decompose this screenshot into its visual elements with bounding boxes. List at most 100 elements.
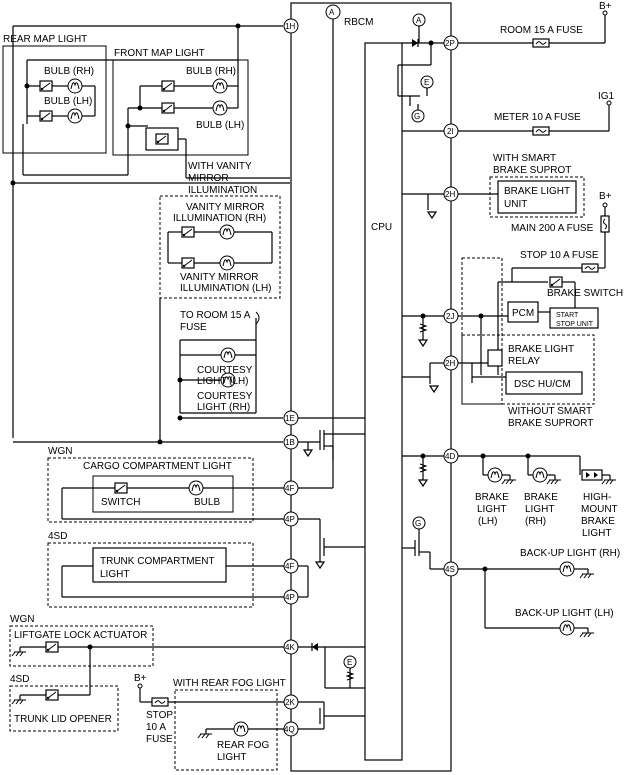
svg-text:BULB: BULB: [194, 497, 220, 508]
vanity-mirror-section: VANITY MIRROR ILLUMINATION (RH) VANITY M…: [159, 195, 281, 299]
svg-text:WITHOUT SMART: WITHOUT SMART: [508, 406, 592, 417]
svg-text:(LH): (LH): [478, 516, 497, 527]
svg-text:VANITY MIRROR: VANITY MIRROR: [186, 202, 265, 213]
svg-text:BULB (LH): BULB (LH): [196, 120, 244, 131]
svg-text:LIGHT: LIGHT: [582, 528, 611, 539]
svg-text:4SD: 4SD: [48, 531, 67, 542]
svg-text:TRUNK COMPARTMENT: TRUNK COMPARTMENT: [100, 556, 215, 567]
svg-text:ILLUMINATION (LH): ILLUMINATION (LH): [180, 283, 272, 294]
svg-text:BRAKE SUPROT: BRAKE SUPROT: [493, 165, 571, 176]
svg-text:METER 10 A FUSE: METER 10 A FUSE: [494, 112, 581, 123]
right-connectors: 2P 2I 2H 2J 2H 4D 4S: [443, 35, 459, 577]
svg-text:LIGHT: LIGHT: [525, 504, 554, 515]
cargo-compartment-section: WGN CARGO COMPARTMENT LIGHT SWITCH BULB: [47, 446, 284, 523]
svg-text:4K: 4K: [285, 643, 295, 652]
svg-text:WGN: WGN: [10, 614, 34, 625]
svg-text:RELAY: RELAY: [508, 356, 540, 367]
svg-text:LIGHT: LIGHT: [217, 752, 246, 763]
svg-text:1E: 1E: [285, 414, 295, 423]
svg-text:A: A: [329, 8, 335, 17]
svg-text:4SD: 4SD: [10, 674, 29, 685]
svg-text:1B: 1B: [285, 438, 295, 447]
front-map-light-box: [112, 59, 249, 156]
svg-text:MOUNT: MOUNT: [581, 504, 618, 515]
svg-text:BACK-UP LIGHT (LH): BACK-UP LIGHT (LH): [515, 608, 614, 619]
svg-text:2J: 2J: [446, 312, 454, 321]
map-lights-section: A REAR MAP LIGHT BULB (RH) BULB (LH) FRO…: [2, 4, 341, 478]
svg-text:START: START: [556, 312, 579, 319]
svg-text:2P: 2P: [445, 39, 455, 48]
svg-text:ILLUMINATION: ILLUMINATION: [188, 185, 257, 196]
svg-text:PCM: PCM: [512, 308, 534, 319]
svg-text:VANITY MIRROR: VANITY MIRROR: [180, 272, 259, 283]
front-map-light-label: FRONT MAP LIGHT: [114, 48, 205, 59]
liftgate-section: WGN LIFTGATE LOCK ACTUATOR 4SD TRUNK LID…: [9, 614, 284, 732]
svg-text:TRUNK LID OPENER: TRUNK LID OPENER: [14, 714, 112, 725]
svg-text:4D: 4D: [445, 452, 455, 461]
rbcm-internal-left: E: [298, 417, 365, 730]
svg-text:BRAKE SUPRORT: BRAKE SUPRORT: [508, 418, 593, 429]
svg-text:STOP UNIT: STOP UNIT: [556, 321, 594, 328]
svg-text:4F: 4F: [285, 484, 294, 493]
svg-text:BRAKE: BRAKE: [524, 492, 558, 503]
rear-map-light-box: [2, 45, 107, 154]
svg-text:BRAKE LIGHT: BRAKE LIGHT: [504, 186, 570, 197]
svg-text:WITH REAR FOG LIGHT: WITH REAR FOG LIGHT: [173, 678, 286, 689]
svg-text:A: A: [416, 16, 422, 25]
svg-text:ROOM 15 A FUSE: ROOM 15 A FUSE: [500, 25, 583, 36]
svg-text:STOP 10 A FUSE: STOP 10 A FUSE: [520, 250, 599, 261]
svg-text:FUSE: FUSE: [146, 734, 173, 745]
svg-text:BACK-UP LIGHT (RH): BACK-UP LIGHT (RH): [520, 548, 620, 559]
svg-text:BRAKE LIGHT: BRAKE LIGHT: [508, 344, 574, 355]
svg-text:STOP: STOP: [146, 710, 173, 721]
svg-text:BRAKE: BRAKE: [475, 492, 509, 503]
svg-text:LIGHT (LH): LIGHT (LH): [197, 376, 249, 387]
svg-text:2K: 2K: [285, 698, 295, 707]
svg-text:E: E: [424, 78, 429, 87]
svg-text:TO ROOM 15 A: TO ROOM 15 A: [180, 310, 251, 321]
svg-text:FUSE: FUSE: [180, 322, 207, 333]
rear-fog-section: B+ STOP 10 A FUSE WITH REAR FOG LIGHT RE…: [134, 673, 286, 771]
svg-text:BULB (RH): BULB (RH): [186, 66, 236, 77]
svg-text:WITH VANITY: WITH VANITY: [188, 161, 252, 172]
svg-text:CARGO COMPARTMENT LIGHT: CARGO COMPARTMENT LIGHT: [83, 461, 232, 472]
svg-text:BULB (RH): BULB (RH): [44, 66, 94, 77]
svg-text:HIGH-: HIGH-: [583, 492, 611, 503]
svg-text:4S: 4S: [445, 565, 455, 574]
svg-text:B+: B+: [599, 191, 612, 202]
svg-text:2H: 2H: [445, 359, 455, 368]
svg-text:G: G: [415, 519, 421, 528]
svg-text:BRAKE SWITCH: BRAKE SWITCH: [547, 288, 623, 299]
svg-text:LIGHT: LIGHT: [477, 504, 506, 515]
svg-text:4P: 4P: [285, 593, 295, 602]
rbcm-internal-right: A E G G: [397, 13, 444, 570]
svg-text:G: G: [414, 112, 420, 121]
svg-text:REAR FOG: REAR FOG: [217, 740, 269, 751]
svg-text:LIFTGATE LOCK ACTUATOR: LIFTGATE LOCK ACTUATOR: [14, 630, 147, 641]
svg-text:BRAKE: BRAKE: [581, 516, 615, 527]
rbcm-box: [290, 2, 452, 772]
svg-text:COURTESY: COURTESY: [197, 391, 253, 402]
trunk-compartment-section: 4SD TRUNK COMPARTMENT LIGHT: [47, 531, 284, 608]
rear-map-light-label: REAR MAP LIGHT: [3, 34, 87, 45]
svg-text:2H: 2H: [445, 190, 455, 199]
rbcm-label: RBCM: [344, 17, 373, 28]
svg-text:DSC HU/CM: DSC HU/CM: [514, 379, 571, 390]
svg-text:10 A: 10 A: [146, 722, 166, 733]
svg-text:B+: B+: [134, 673, 147, 684]
cpu-box: [364, 42, 403, 761]
courtesy-light-section: TO ROOM 15 A FUSE COURTESY LIGHT (LH) CO…: [13, 298, 283, 445]
svg-text:E: E: [347, 658, 352, 667]
svg-text:SWITCH: SWITCH: [101, 497, 140, 508]
svg-text:WITH SMART: WITH SMART: [493, 153, 556, 164]
svg-text:2I: 2I: [447, 127, 454, 136]
svg-text:COURTESY: COURTESY: [197, 365, 253, 376]
svg-text:UNIT: UNIT: [504, 199, 527, 210]
svg-text:IG1: IG1: [598, 91, 615, 102]
svg-text:4F: 4F: [285, 562, 294, 571]
svg-text:LIGHT: LIGHT: [100, 569, 129, 580]
svg-text:BULB (LH): BULB (LH): [44, 96, 92, 107]
left-connectors: 1H 1E 1B 4F 4P 4F 4P 4K 2K 4Q: [283, 18, 299, 737]
svg-text:B+: B+: [599, 1, 612, 12]
